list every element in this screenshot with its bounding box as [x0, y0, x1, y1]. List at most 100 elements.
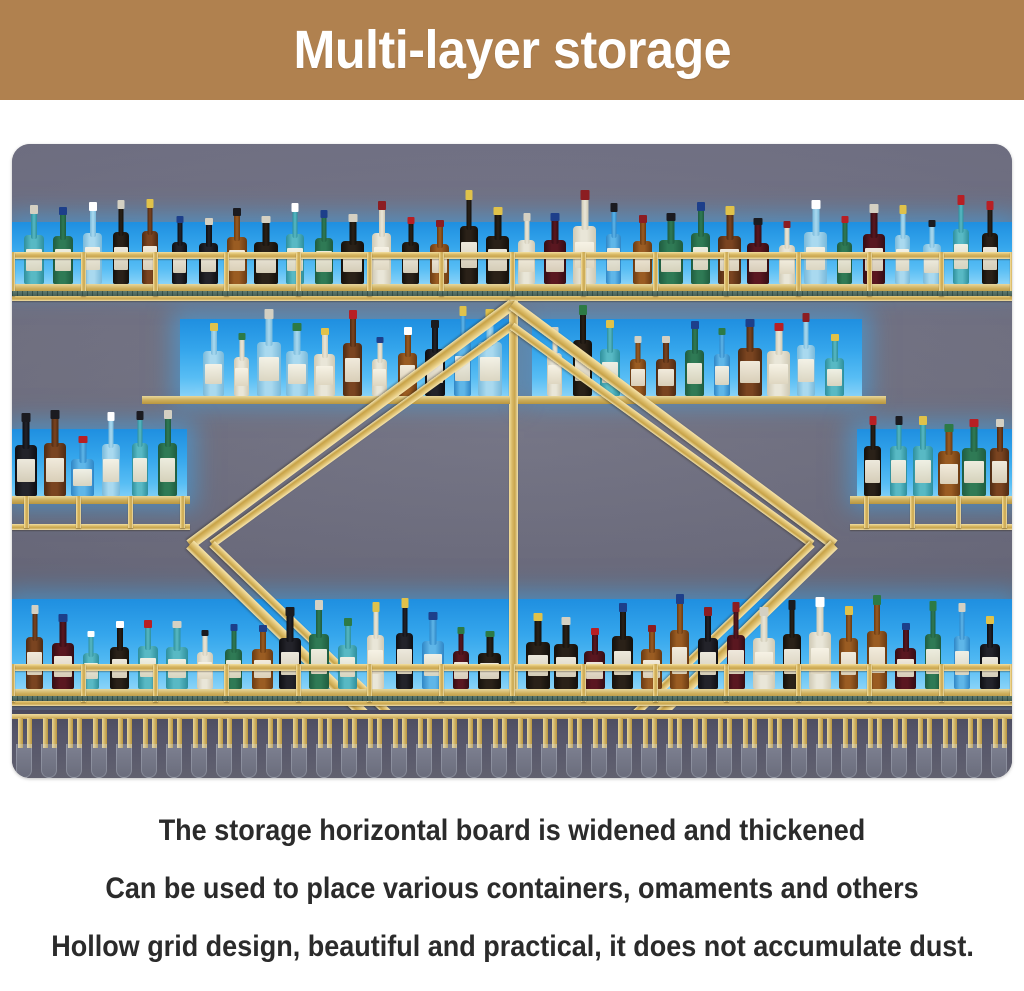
bottle-neck	[691, 321, 698, 354]
stem-slot	[777, 718, 782, 748]
mid-right-divider-2	[956, 496, 961, 528]
bottom-shelf-divider-14	[1010, 664, 1012, 702]
bottle-cap	[493, 207, 502, 215]
bottle-cap	[704, 607, 712, 616]
bar-shelf-scene	[12, 144, 1012, 778]
stem-slot	[502, 718, 507, 748]
bottle-neck	[945, 424, 953, 455]
stem-slot	[27, 718, 32, 748]
bottle	[554, 617, 578, 689]
bottle-cap	[465, 190, 473, 200]
bottle-cap	[610, 203, 617, 212]
bottle	[286, 203, 304, 284]
mid-right-divider-3	[1002, 496, 1007, 528]
bottle-neck	[726, 206, 733, 240]
stem-slot	[893, 718, 898, 748]
stem-slot	[493, 718, 498, 748]
bottle	[895, 623, 916, 689]
caption-line-3: Hollow grid design, beautiful and practi…	[51, 930, 974, 963]
bottle-neck	[524, 213, 529, 244]
upper-inner-shelf-right	[518, 396, 886, 404]
bottom-shelf-divider-13	[939, 664, 944, 702]
bottle-neck	[562, 617, 570, 648]
mid-left-divider-1	[76, 496, 81, 528]
bottle-cap	[841, 216, 848, 223]
stem-slot	[827, 718, 832, 748]
wine-glass	[366, 744, 382, 778]
stem-slot	[143, 718, 148, 748]
bottle-neck	[408, 217, 413, 246]
stem-slot	[293, 718, 298, 748]
stem-slot	[443, 718, 448, 748]
bottle-neck	[349, 214, 356, 245]
bottle	[83, 631, 99, 689]
top-shelf-divider-1	[81, 252, 86, 296]
stem-slot	[977, 718, 982, 748]
wine-glass	[41, 744, 57, 778]
bottle	[544, 213, 566, 284]
stem-slot	[618, 718, 623, 748]
bottle-label	[479, 357, 501, 382]
bottle-cap	[986, 616, 994, 624]
bottle	[753, 607, 775, 689]
bottle	[612, 603, 633, 689]
bottle-neck	[803, 313, 809, 349]
bottle	[718, 206, 741, 284]
stem-slot	[677, 718, 682, 748]
wine-glass	[191, 744, 207, 778]
bottle-cap	[457, 627, 465, 634]
bottle-label	[373, 369, 386, 387]
stem-slot	[102, 718, 107, 748]
bottle-cap	[844, 606, 853, 615]
stem-slot	[927, 718, 932, 748]
wine-glass	[216, 744, 232, 778]
top-shelf-divider-13	[939, 252, 944, 296]
bottle-cap	[31, 605, 38, 614]
mid-shelf-left-deck	[12, 496, 190, 504]
stem-slot	[302, 718, 307, 748]
center-vertical-post	[509, 301, 518, 699]
bottle	[372, 337, 387, 396]
top-shelf-mesh	[12, 291, 1012, 296]
stem-slot	[993, 718, 998, 748]
stem-slot	[527, 718, 532, 748]
stem-slot	[77, 718, 82, 748]
bottle-label	[924, 255, 940, 274]
bottle	[15, 413, 37, 496]
wine-glass	[116, 744, 132, 778]
wine-glass	[916, 744, 932, 778]
stem-slot	[752, 718, 757, 748]
bottle-label	[613, 650, 632, 675]
stem-slot	[43, 718, 48, 748]
bottle	[630, 336, 646, 396]
bottle-cap	[107, 412, 115, 421]
bottle	[286, 323, 308, 396]
bottle-label	[914, 460, 932, 483]
bottle	[478, 631, 501, 689]
wine-glass	[541, 744, 557, 778]
wine-glass	[816, 744, 832, 778]
bottle	[691, 202, 710, 284]
bottle-cap	[928, 220, 936, 227]
wine-glass	[316, 744, 332, 778]
wine-glass	[516, 744, 532, 778]
wine-glass	[591, 744, 607, 778]
bottle-cap	[895, 416, 902, 425]
bottom-shelf-divider-12	[867, 664, 872, 702]
bottle-neck	[697, 202, 704, 237]
stem-slot	[668, 718, 673, 748]
bottle	[197, 630, 213, 689]
bottle-neck	[373, 602, 378, 639]
stem-slot	[368, 718, 373, 748]
stem-slot	[352, 718, 357, 748]
bottle-neck	[51, 410, 59, 447]
bottle	[954, 603, 970, 689]
bottle-cap	[21, 413, 31, 422]
bottom-shelf-divider-10	[724, 664, 729, 702]
bottle-neck	[870, 204, 878, 238]
bottle-label	[258, 357, 280, 382]
bottle-neck	[760, 607, 768, 642]
bottom-shelf-divider-6	[439, 664, 444, 702]
bottle-cap	[578, 305, 587, 315]
